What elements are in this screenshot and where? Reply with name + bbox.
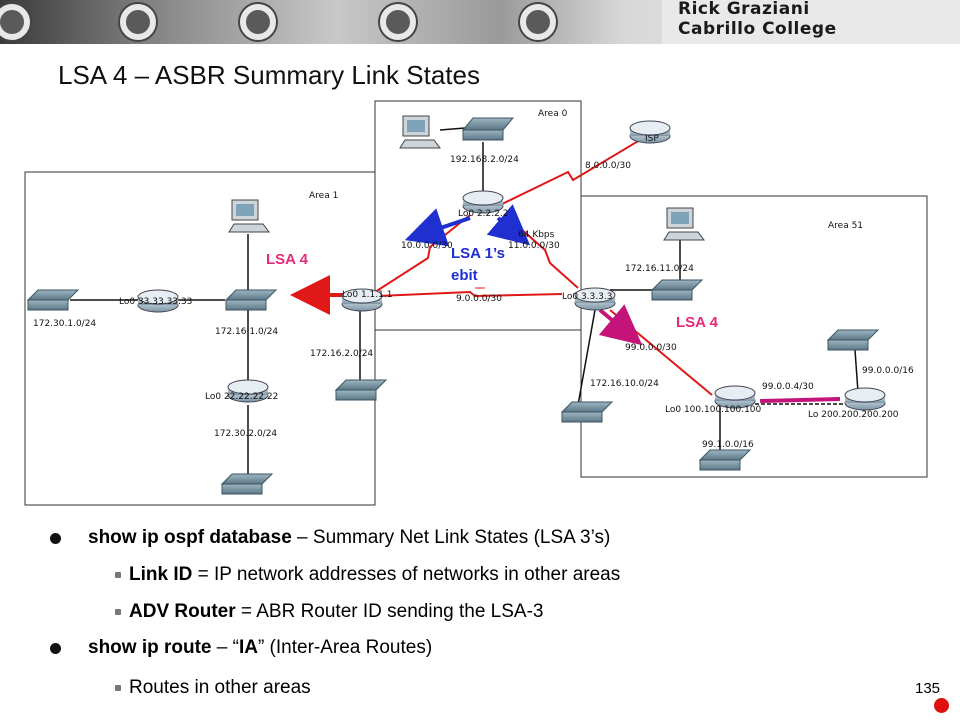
router-r33-icon (137, 289, 179, 313)
page-number: 135 (915, 680, 941, 697)
net-label: 172.16.10.0/24 (590, 379, 659, 389)
switch-icon (220, 473, 274, 485)
slide-title: LSA 4 – ASBR Summary Link States (58, 60, 480, 90)
net-label: 172.16.11.0/24 (625, 264, 694, 274)
area51-box (580, 195, 928, 478)
ospf-topology-diagram: Area 0 Area 1 Area 51 ISP 8.0.0.0/30 192… (24, 100, 928, 506)
header-banner (0, 0, 960, 44)
router-r2-icon (462, 190, 504, 214)
net-label: 172.30.2.0/24 (214, 429, 277, 439)
net-label: 99.0.0.0/30 (625, 343, 677, 353)
net-label: 9.0.0.0/30 (456, 294, 502, 304)
router-r22-icon (227, 379, 269, 403)
net-label: 172.16.2.0/24 (310, 349, 373, 359)
lsa1-label: LSA 1’s (451, 245, 505, 262)
net-label: 172.16.1.0/24 (215, 327, 278, 337)
router-isp-icon (629, 120, 671, 144)
switch-icon (462, 129, 504, 141)
router-id-label: Lo0 2.2.2.2 (458, 209, 508, 219)
pc-icon-area0 (399, 115, 441, 149)
cable-photo-decoration (380, 4, 416, 40)
switch-icon (224, 289, 278, 301)
bullet-dot-icon (50, 643, 61, 654)
switch-icon (461, 117, 515, 131)
isp-label: ISP (645, 134, 659, 144)
pc-icon-area1 (228, 199, 270, 233)
router-id-label: Lo0 33.33.33.33 (119, 297, 192, 307)
lsa4-area51-label: LSA 4 (676, 314, 719, 331)
bandwidth-label: 64 Kbps (518, 230, 555, 240)
router-id-label: Lo0 3.3.3.3 (562, 292, 612, 302)
command-text: show ip ospf database (88, 527, 292, 548)
cable-photo-decoration (120, 4, 156, 40)
sub-bullet-icon (115, 609, 121, 615)
switch-icon (560, 401, 614, 413)
router-id-label: Lo0 100.100.100.100 (665, 405, 762, 415)
cable-photo-decoration (520, 4, 556, 40)
net-label: 99.1.0.0/16 (702, 440, 754, 450)
net-label: 172.30.1.0/24 (33, 319, 96, 329)
area1-box (24, 171, 376, 506)
switch-icon (26, 289, 80, 301)
net-label: 11.0.0.0/30 (508, 241, 560, 251)
router-r200-icon (844, 387, 886, 411)
router-r100-icon (714, 385, 756, 409)
switch-icon (334, 379, 388, 391)
router-r1-icon (341, 288, 383, 312)
cable-photo-decoration (240, 4, 276, 40)
net-label: 10.0.0.0/30 (401, 241, 453, 251)
switch-icon (650, 279, 704, 291)
net-label: 8.0.0.0/30 (585, 161, 631, 171)
net-label: 99.0.0.4/30 (762, 382, 814, 392)
router-r3-icon (574, 287, 616, 311)
sub-bullet-icon (115, 572, 121, 578)
switch-icon (826, 329, 880, 341)
sub-bullet-icon (115, 685, 121, 691)
area0-label: Area 0 (538, 109, 568, 119)
brand-box (662, 0, 960, 44)
area51-label: Area 51 (828, 221, 863, 231)
area1-label: Area 1 (309, 191, 338, 201)
red-dot-icon (934, 698, 949, 713)
router-id-label: Lo0 22.22.22.22 (205, 392, 278, 402)
net-label: 99.0.0.0/16 (862, 366, 914, 376)
brand-college: Cabrillo College (678, 19, 837, 39)
router-id-label: Lo0 1.1.1.1 (342, 290, 392, 300)
pc-icon-area51 (663, 207, 705, 241)
ebit-label: ebit (451, 267, 478, 284)
lsa4-area1-label: LSA 4 (266, 251, 309, 268)
switch-icon (698, 449, 752, 461)
brand-name: Rick Graziani (678, 0, 810, 19)
cable-photo-decoration (0, 4, 30, 40)
command-text: show ip route (88, 637, 212, 658)
net-label: 192.168.2.0/24 (450, 155, 519, 165)
bullet-dot-icon (50, 533, 61, 544)
router-id-label: Lo 200.200.200.200 (808, 410, 899, 420)
